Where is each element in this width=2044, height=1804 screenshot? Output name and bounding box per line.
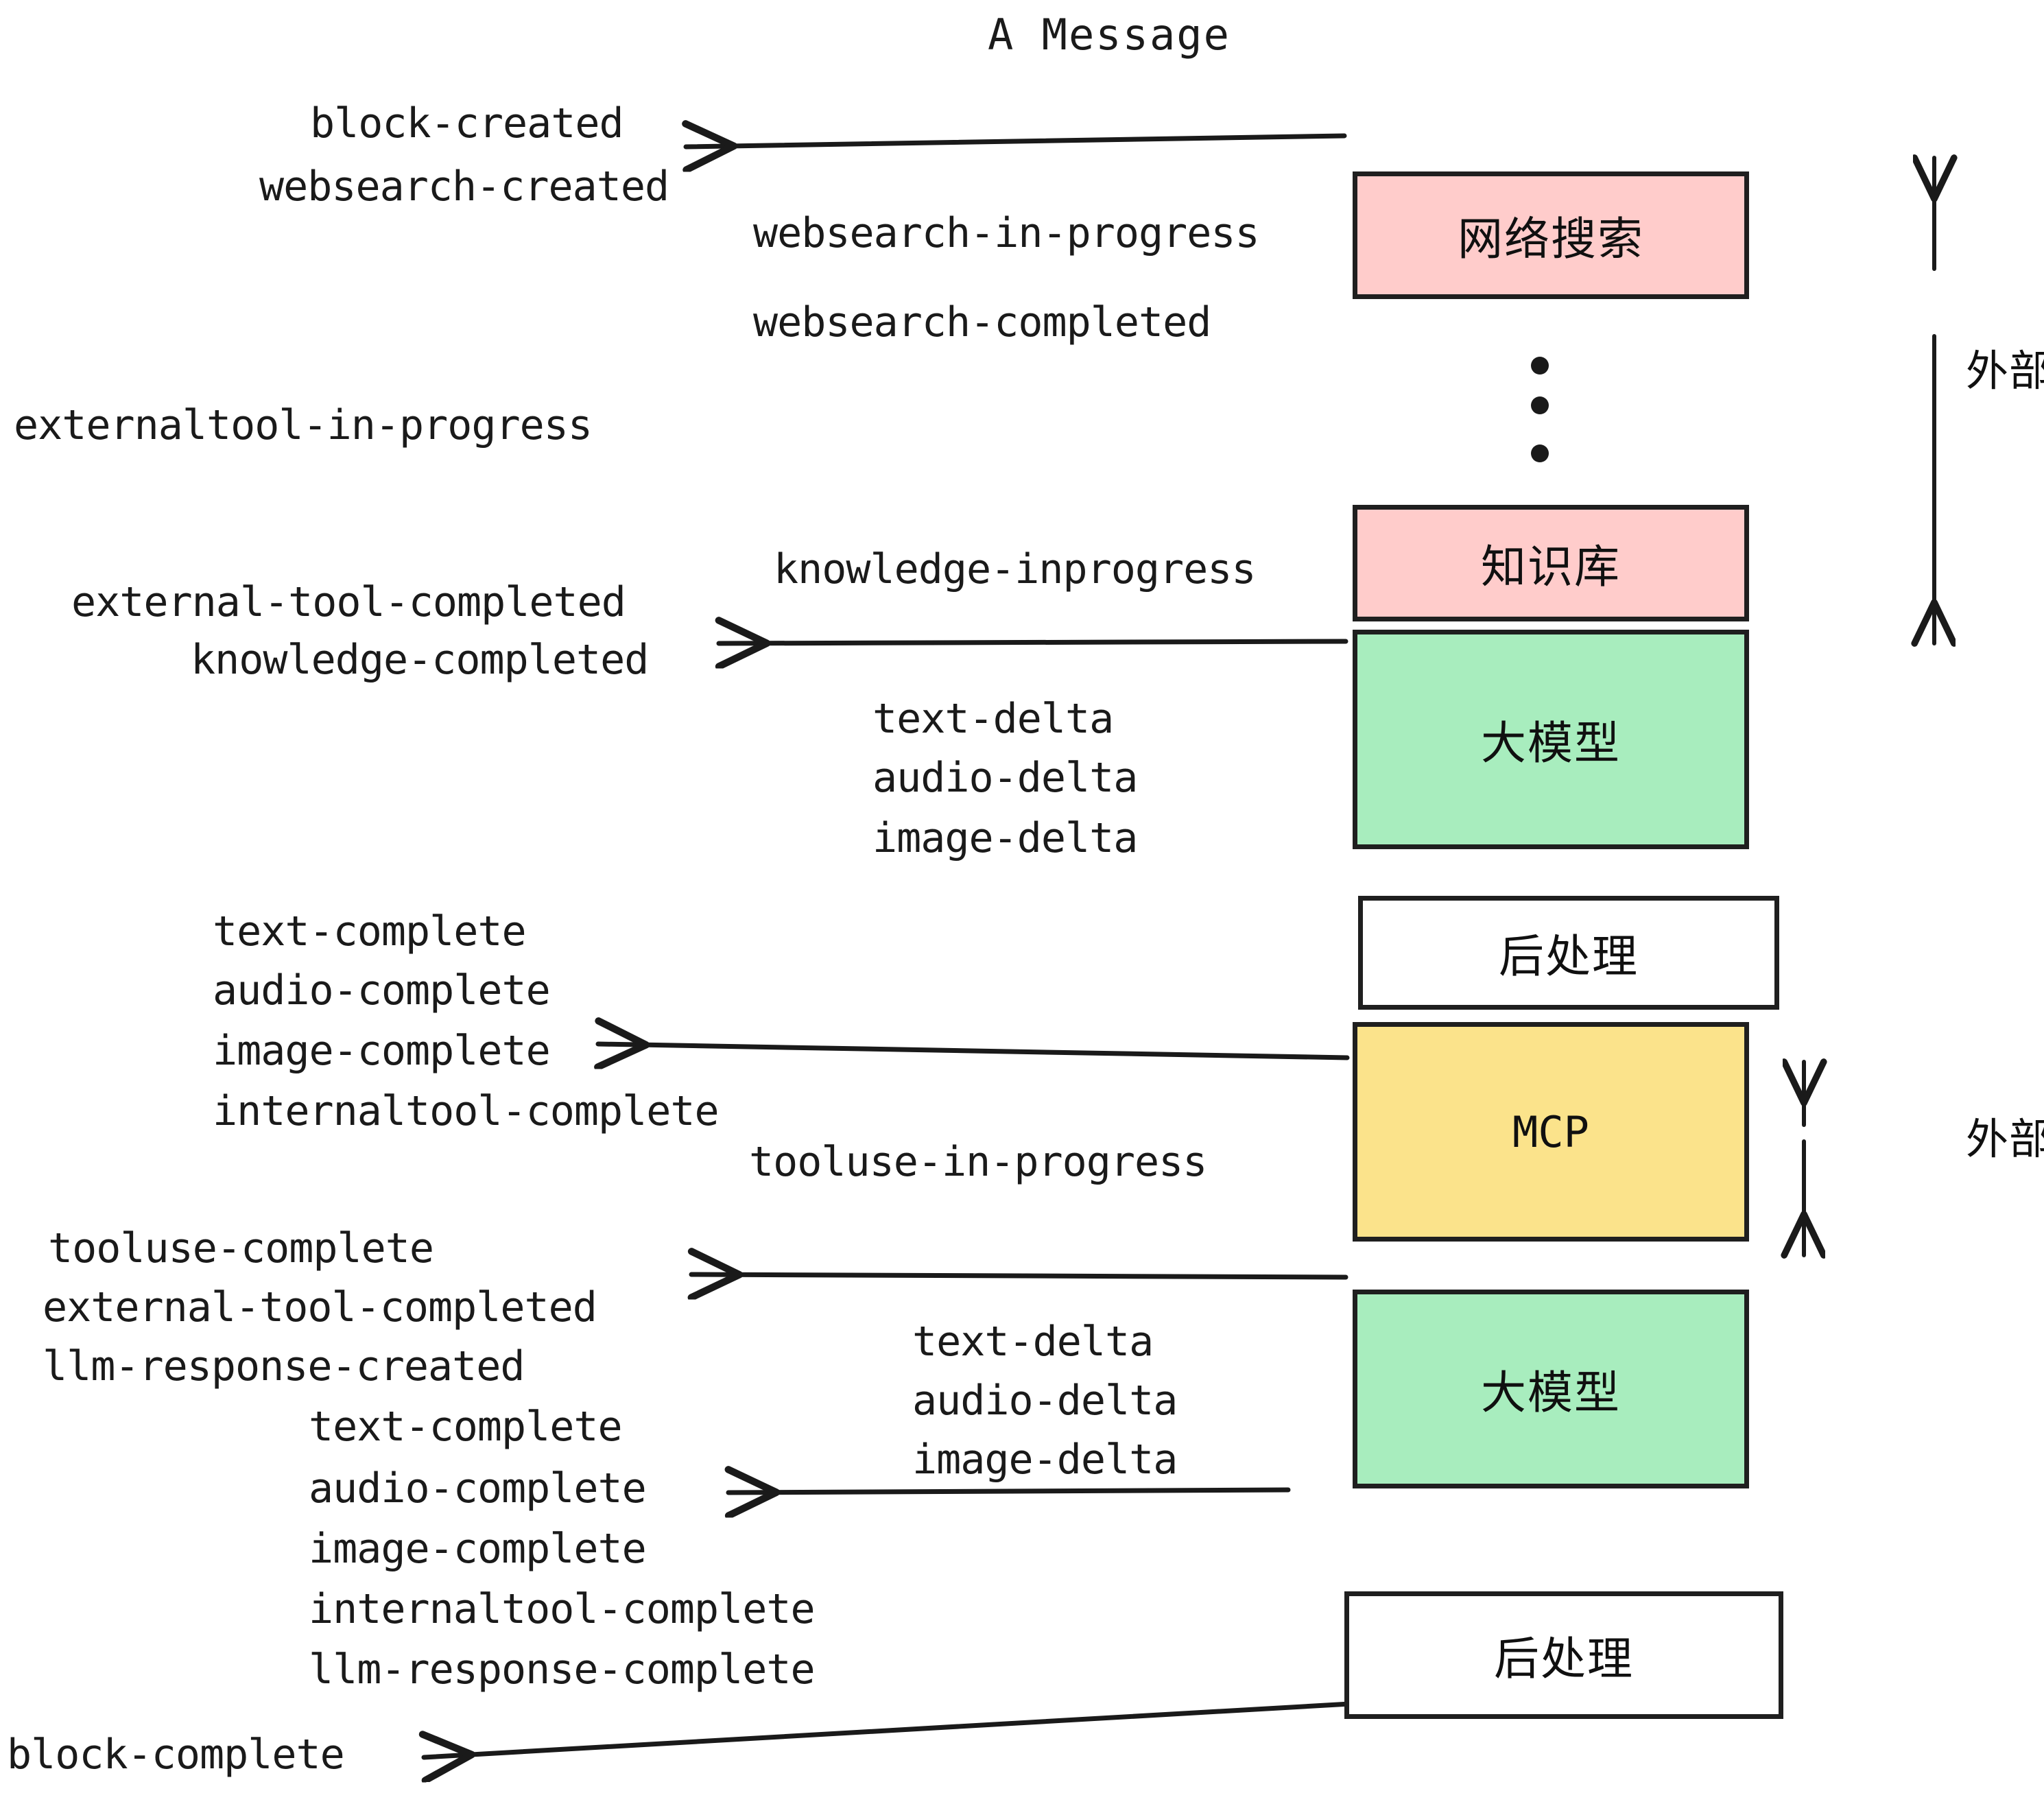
event-label-block-complete: block-complete xyxy=(7,1731,345,1779)
event-label-image-delta-1: image-delta xyxy=(872,814,1138,862)
arrow-llm2-to-left xyxy=(728,1490,1291,1493)
event-label-internaltool-complete-2: internaltool-complete xyxy=(309,1585,816,1633)
ellipsis-dot-3 xyxy=(1531,444,1549,462)
node-label: 大模型 xyxy=(1481,1366,1621,1419)
node-postprocess-2: 后处理 xyxy=(1344,1591,1783,1719)
event-label-externaltool-in-progress: externaltool-in-progress xyxy=(14,401,593,449)
node-llm-2: 大模型 xyxy=(1353,1290,1749,1488)
event-label-internaltool-complete-1: internaltool-complete xyxy=(213,1087,720,1135)
event-label-audio-complete-2: audio-complete xyxy=(309,1464,647,1512)
node-label: 大模型 xyxy=(1481,717,1621,770)
arrow-mcp-bottom-to-left xyxy=(691,1274,1348,1277)
arrow-knowledge-to-left xyxy=(719,641,1348,643)
node-knowledge: 知识库 xyxy=(1353,505,1749,621)
event-label-external-tool-completed-2: external-tool-completed xyxy=(43,1283,597,1331)
page-title: A Message xyxy=(988,10,1231,60)
event-label-audio-delta-1: audio-delta xyxy=(872,754,1138,802)
ellipsis-dot-1 xyxy=(1531,357,1549,375)
node-label: MCP xyxy=(1512,1106,1589,1157)
node-label: 知识库 xyxy=(1481,541,1621,593)
node-label: 后处理 xyxy=(1494,1633,1634,1685)
event-label-llm-response-created: llm-response-created xyxy=(43,1342,525,1390)
node-websearch: 网络搜索 xyxy=(1353,171,1749,299)
event-label-llm-response-complete: llm-response-complete xyxy=(309,1646,816,1694)
event-label-websearch-in-progress: websearch-in-progress xyxy=(753,209,1260,257)
event-label-text-delta-1: text-delta xyxy=(872,695,1114,743)
node-postprocess-1: 后处理 xyxy=(1358,896,1779,1010)
event-label-tooluse-complete: tooluse-complete xyxy=(48,1224,434,1272)
event-label-block-created: block-created xyxy=(310,99,624,147)
event-label-knowledge-inprogress: knowledge-inprogress xyxy=(774,545,1256,593)
ellipsis-dot-2 xyxy=(1531,396,1549,414)
event-label-tooluse-in-progress: tooluse-in-progress xyxy=(749,1138,1207,1186)
event-label-text-delta-2: text-delta xyxy=(912,1318,1154,1366)
event-label-text-complete-1: text-complete xyxy=(213,907,527,956)
group-label-external-tools-bottom: 外部工具 xyxy=(1966,1114,2044,1164)
event-label-websearch-completed: websearch-completed xyxy=(753,298,1211,346)
event-label-websearch-created: websearch-created xyxy=(259,163,669,211)
arrow-postprocess2-to-left xyxy=(424,1701,1353,1757)
arrow-mcp-to-left xyxy=(598,1044,1350,1058)
event-label-image-complete-1: image-complete xyxy=(213,1027,551,1075)
event-label-knowledge-completed: knowledge-completed xyxy=(191,636,649,684)
event-label-text-complete-2: text-complete xyxy=(309,1403,623,1451)
node-llm-1: 大模型 xyxy=(1353,630,1749,849)
node-label: 网络搜索 xyxy=(1458,213,1644,265)
event-label-external-tool-completed-1: external-tool-completed xyxy=(71,578,626,626)
node-mcp: MCP xyxy=(1353,1022,1749,1242)
group-label-external-tools-top: 外部工具 xyxy=(1966,346,2044,396)
event-label-image-delta-2: image-delta xyxy=(912,1436,1178,1484)
node-label: 后处理 xyxy=(1499,930,1639,983)
event-label-audio-delta-2: audio-delta xyxy=(912,1377,1178,1425)
arrow-websearch-to-left xyxy=(686,136,1347,147)
event-label-audio-complete-1: audio-complete xyxy=(213,966,551,1014)
event-label-image-complete-2: image-complete xyxy=(309,1525,647,1573)
